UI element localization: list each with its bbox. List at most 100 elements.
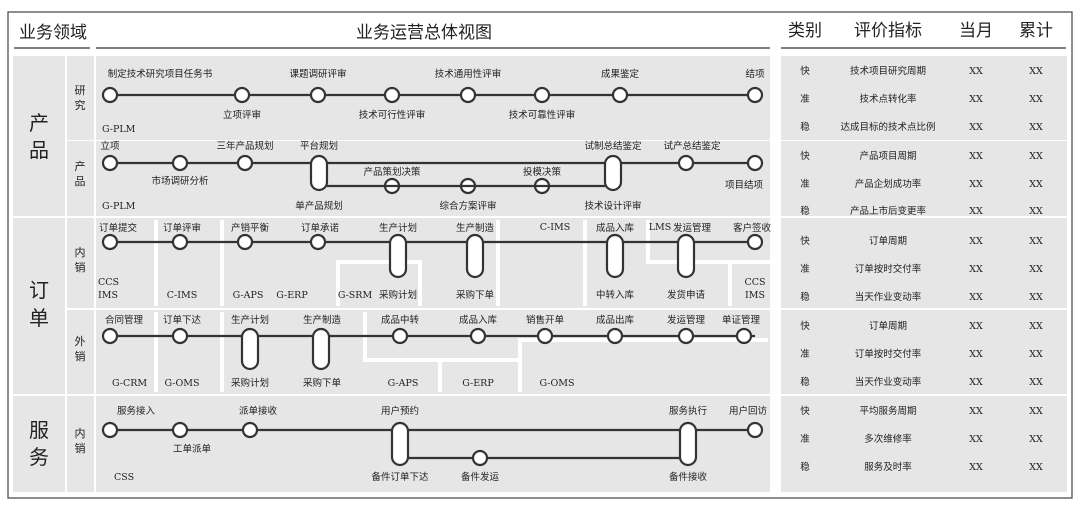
metric-cat-cell: 准 [800,264,810,275]
export-branch-node[interactable] [240,327,260,371]
header-month: 当月 [959,21,993,41]
domestic-branch-node[interactable] [388,233,408,279]
lane-export-bg [96,310,770,394]
metric-name-cell: 当天作业变动率 [855,376,922,388]
product-label: 技术设计评审 [584,200,641,212]
domestic-system: C-IMS [167,290,197,301]
product-node[interactable] [677,154,695,172]
panel-research-sub [67,56,94,140]
metric-month-cell: XX [969,66,983,77]
domestic-branch-node[interactable] [605,233,625,279]
service-branch-node[interactable] [678,421,698,467]
metric-cat-cell: 准 [800,349,810,360]
research-node[interactable] [233,86,251,104]
research-node[interactable] [459,86,477,104]
domestic-label: 产销平衡 [231,222,270,234]
metric-name-cell: 当天作业变动率 [855,291,922,303]
sub-domestic-2: 销 [75,260,86,274]
export-node[interactable] [606,327,624,345]
metric-cat-cell: 快 [800,150,810,162]
export-branch-node[interactable] [311,327,331,371]
domestic-node[interactable] [171,233,189,251]
sub-research-2: 究 [75,98,86,112]
metric-month-cell: XX [969,349,983,360]
export-node[interactable] [469,327,487,345]
product-label: 市场调研分析 [151,175,209,187]
domain-product-char1: 产 [29,111,49,135]
domain-service-char1: 服 [29,418,49,442]
export-system: G-ERP [462,378,494,389]
service-node[interactable] [471,449,489,467]
research-node[interactable] [746,86,764,104]
metric-cat-cell: 快 [800,405,810,417]
domestic-label: 客户签收 [733,222,772,234]
service-node[interactable] [171,421,189,439]
metric-name-cell: 订单按时交付率 [855,263,922,275]
service-label: 服务执行 [669,405,708,417]
research-label: 结项 [745,68,765,80]
service-node[interactable] [746,421,764,439]
export-node[interactable] [391,327,409,345]
domestic-node[interactable] [236,233,254,251]
metric-cat-cell: 稳 [800,291,810,303]
product-branch-node[interactable] [603,154,623,192]
metric-cat-cell: 快 [800,320,810,332]
domestic-node[interactable] [309,233,327,251]
product-label: 项目结项 [725,179,764,191]
panel-domestic-sub [67,218,94,308]
metric-total-cell: XX [1029,321,1043,332]
domestic-branch-node[interactable] [465,233,485,279]
panel-product-sub [67,141,94,216]
sub-export-2: 销 [75,349,86,363]
service-node[interactable] [101,421,119,439]
export-node[interactable] [735,327,753,345]
export-label: 生产计划 [231,314,269,326]
export-node[interactable] [677,327,695,345]
domestic-label: 订单提交 [99,222,138,234]
research-label: 立项评审 [223,109,261,121]
product-label: 单产品规划 [295,200,343,212]
metric-name-cell: 技术项目研究周期 [850,65,926,77]
product-branch-node[interactable] [309,154,329,192]
product-node[interactable] [236,154,254,172]
metric-total-cell: XX [1029,179,1043,190]
export-label: 单证管理 [722,314,761,326]
research-node[interactable] [611,86,629,104]
export-label: 销售开单 [526,314,565,326]
export-node[interactable] [536,327,554,345]
service-label: 备件订单下达 [371,471,429,483]
export-node[interactable] [101,327,119,345]
header-metric: 评价指标 [854,21,922,41]
header-overview: 业务运营总体视图 [356,23,492,43]
service-node[interactable] [241,421,259,439]
product-node[interactable] [746,154,764,172]
product-node[interactable] [171,154,189,172]
sub-domestic-1: 内 [75,245,86,259]
metrics-group-bg [781,396,1067,492]
domestic-node[interactable] [746,233,764,251]
domestic-label: 成品入库 [596,222,635,234]
service-branch-node[interactable] [390,421,410,467]
product-label: 投模决策 [523,166,562,178]
service-label: 用户回访 [729,405,768,417]
research-node[interactable] [101,86,119,104]
product-node[interactable] [101,154,119,172]
domestic-label: 生产制造 [456,222,495,234]
research-node[interactable] [533,86,551,104]
lane-export: 合同管理 订单下达 生产计划 生产制造 成品中转 成品入库 销售开单 成品出库 … [101,314,761,389]
research-node[interactable] [383,86,401,104]
metric-total-cell: XX [1029,349,1043,360]
metric-cat-cell: 稳 [800,205,810,217]
domestic-branch-node[interactable] [676,233,696,279]
metric-total-cell: XX [1029,236,1043,247]
metric-name-cell: 平均服务周期 [859,405,916,417]
research-node[interactable] [309,86,327,104]
lane-research-bg [96,56,770,140]
lane-research: 制定技术研究项目任务书 课题调研评审 技术通用性评审 成果鉴定 结项 立项评审 … [101,68,765,135]
domestic-node[interactable] [101,233,119,251]
metric-name-cell: 订单周期 [869,320,907,332]
export-node[interactable] [171,327,189,345]
lane-service-bg [96,396,770,492]
lane-service: 服务接入 派单接收 用户预约 服务执行 用户回访 工单派单 备件订单下达 备件发… [101,405,768,483]
metric-cat-cell: 准 [800,94,810,105]
